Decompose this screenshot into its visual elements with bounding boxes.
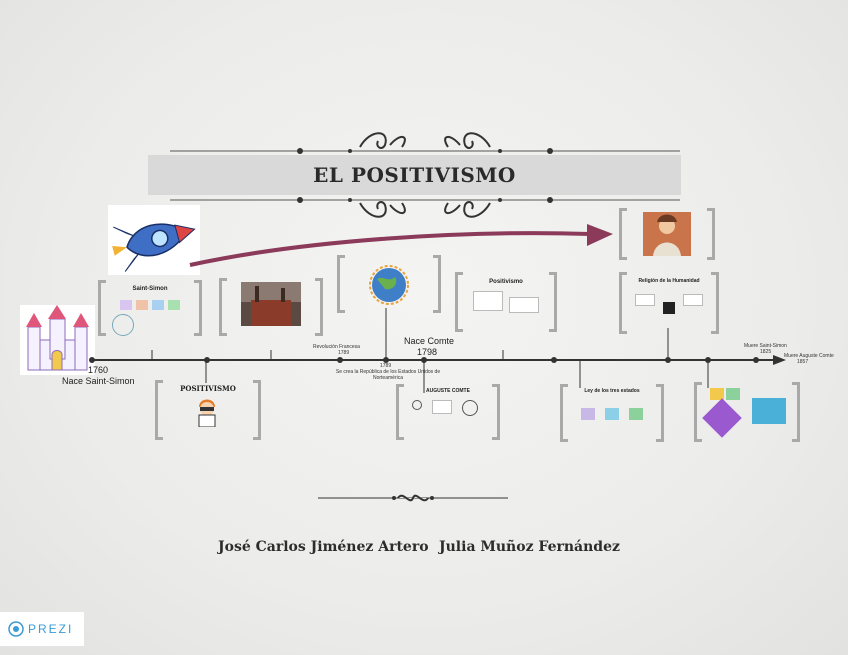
title-bar: EL POSITIVISMO: [148, 155, 681, 195]
comte-label: Nace Comte: [404, 336, 455, 346]
comte-card-title: AUGUSTE COMTE: [426, 388, 470, 394]
timeline-connectors: [205, 308, 709, 393]
page-title: EL POSITIVISMO: [313, 163, 516, 187]
frame-notes[interactable]: [694, 382, 800, 442]
frame-tres-estados[interactable]: Ley de los tres estados: [560, 384, 664, 442]
frame-positivismo[interactable]: Positivismo: [455, 272, 557, 332]
progress-arrow: [189, 224, 613, 267]
author-1: José Carlos Jiménez Artero: [218, 539, 429, 555]
rocket-image: [108, 205, 200, 275]
end-label-1: Muere Saint-Simon: [744, 343, 787, 349]
religion-image: [643, 212, 691, 256]
frame-industrial[interactable]: [219, 278, 323, 336]
positivismo-card-title: Positivismo: [489, 279, 523, 285]
author-2: Julia Muñoz Fernández: [439, 539, 620, 555]
start-label: Nace Saint-Simon: [62, 376, 135, 386]
prezi-badge[interactable]: PREZI: [0, 612, 84, 646]
end-year-2: 1857: [797, 359, 809, 365]
frame-comte[interactable]: AUGUSTE COMTE: [396, 384, 500, 440]
scientist-icon: [198, 399, 216, 428]
start-year: 1760: [88, 365, 109, 375]
factory-image: [241, 282, 301, 326]
event-1789b-year: 1789: [380, 363, 392, 369]
comte-year: 1798: [417, 347, 438, 357]
frame-religion[interactable]: [619, 208, 715, 260]
globe-icon: [369, 265, 409, 305]
prezi-logo-icon: [8, 621, 24, 637]
end-label-2: Muere Auguste Comte: [784, 353, 834, 359]
ornament-bottom: [170, 197, 680, 218]
event-1789-label: Revolución Francesa: [313, 344, 360, 350]
frame-globe[interactable]: [337, 255, 441, 313]
frame-positivismo-label[interactable]: POSITIVISMO: [155, 380, 261, 440]
end-year-1: 1825: [760, 349, 772, 355]
event-usa-label: Se crea la República de los Estados Unid…: [335, 369, 441, 381]
religion-title: Religión de la Humanidad: [638, 278, 700, 284]
ornament-top: [170, 132, 680, 154]
castle-image: [20, 305, 95, 375]
event-1789-year: 1789: [338, 350, 350, 356]
tres-estados-title: Ley de los tres estados: [584, 388, 640, 394]
timeline-line: [89, 350, 786, 365]
frame-saint-simon[interactable]: Saint-Simon: [98, 280, 202, 336]
saint-simon-title: Saint-Simon: [132, 286, 168, 292]
ornament-footer: [318, 494, 508, 502]
positivismo-label: POSITIVISMO: [180, 384, 236, 393]
frame-religion-diagram[interactable]: Religión de la Humanidad: [619, 272, 719, 334]
prezi-label: PREZI: [28, 622, 74, 636]
